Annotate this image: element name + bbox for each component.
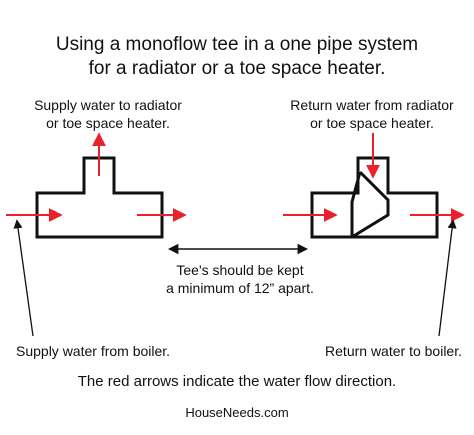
- label-tee-spacing-line-1: Tee's should be kept: [176, 262, 304, 278]
- return-tee-outline: [310, 156, 439, 239]
- leader-arrow-supply-boiler: [13, 219, 34, 337]
- leader-arrow-return-boiler: [438, 219, 457, 337]
- label-return-from-radiator-line-2: or toe space heater.: [310, 115, 434, 131]
- diagram-title-line-2: for a radiator or a toe space heater.: [88, 58, 386, 79]
- monoflow-restriction: [350, 170, 390, 239]
- label-return-from-radiator-line-1: Return water from radiator: [290, 97, 454, 113]
- label-tee-spacing-line-2: a minimum of 12” apart.: [166, 280, 314, 296]
- label-supply-from-boiler: Supply water from boiler.: [16, 343, 171, 359]
- label-supply-to-radiator-line-1: Supply water to radiator: [34, 97, 182, 113]
- caption-flow-direction: The red arrows indicate the water flow d…: [77, 373, 397, 390]
- label-return-to-boiler: Return water to boiler.: [325, 343, 462, 359]
- diagram-title-line-1: Using a monoflow tee in a one pipe syste…: [55, 34, 419, 55]
- brand-watermark: HouseNeeds.com: [185, 405, 289, 420]
- supply-tee-outline: [35, 156, 164, 239]
- label-supply-to-radiator-line-2: or toe space heater.: [46, 115, 170, 131]
